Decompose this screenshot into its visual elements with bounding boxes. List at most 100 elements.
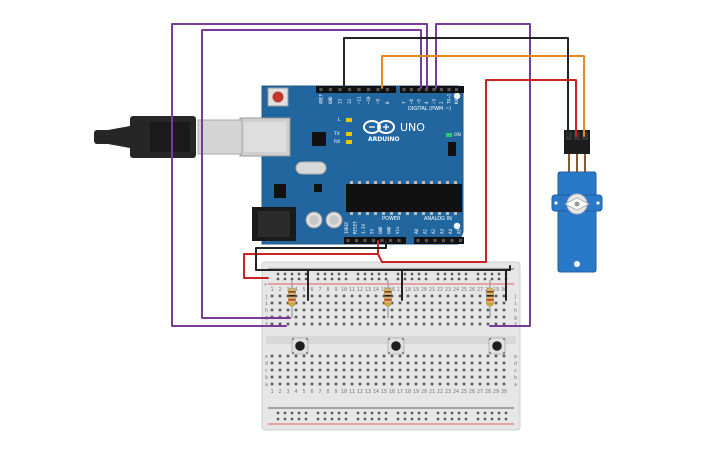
header-pin[interactable] [450,238,454,243]
rail-hole [464,417,468,421]
rail-hole [396,272,400,276]
header-pin[interactable] [366,88,371,92]
wire-black-gnd[interactable] [343,37,569,137]
header-pin[interactable] [338,88,342,92]
breadboard-hole [398,368,402,372]
header-pin[interactable] [433,238,437,243]
breadboard-hole [318,308,322,312]
breadboard-hole [374,382,378,386]
resistor[interactable] [288,280,296,318]
header-pin[interactable] [371,238,376,243]
breadboard-hole [462,294,466,298]
header-pin[interactable] [417,88,421,92]
header-pin[interactable] [454,88,459,92]
rail-hole [290,272,294,276]
header-pin[interactable] [402,88,406,92]
breadboard-hole [310,361,314,365]
header-pin[interactable] [424,238,429,243]
pushbutton[interactable] [387,337,405,355]
header-pin[interactable] [346,238,350,243]
breadboard-hole [286,294,290,298]
header-pin[interactable] [416,238,420,243]
chip-pin [358,181,361,184]
pushbutton[interactable] [488,337,506,355]
micro-servo[interactable] [551,130,603,273]
wire-red-5v-to-rail[interactable] [377,249,487,263]
wire-black-rail[interactable] [255,240,511,271]
breadboard-hole [478,375,482,379]
header-pin[interactable] [424,88,429,92]
wire-orange-signal[interactable] [381,55,585,137]
rail-hole [330,277,334,281]
breadboard-hole [358,361,362,365]
breadboard-hole [406,375,410,379]
breadboard-hole [390,315,394,319]
header-pin[interactable] [432,88,436,92]
header-pin[interactable] [357,88,361,92]
header-pin[interactable] [376,88,380,92]
breadboard-hole [342,294,346,298]
header-pin[interactable] [354,238,359,243]
header-pin[interactable] [328,88,333,92]
header-pin[interactable] [447,88,451,92]
breadboard-hole [414,375,418,379]
breadboard-hole [502,382,506,386]
wire-purple-pin2[interactable] [435,23,531,327]
breadboard-hole [406,354,410,358]
wire-red-5v[interactable] [243,240,379,279]
pin-label: RX←0 [454,93,459,104]
rail-hole [436,417,440,421]
breadboard-hole [502,308,506,312]
breadboard-hole [470,382,474,386]
wire-red-servo-power[interactable] [485,79,577,251]
usb-cable[interactable] [94,116,243,158]
column-number: 19 [413,287,419,293]
column-number: 13 [365,389,371,395]
breadboard-hole [310,368,314,372]
header-pin[interactable] [458,238,463,243]
rail-hole [443,272,447,276]
resistor[interactable] [486,280,494,318]
status-leds: L TX RX ON [333,117,461,145]
rail-hole [330,417,334,421]
row-letter: c [265,368,268,374]
header-pin[interactable] [441,238,446,243]
rail-hole [276,272,280,276]
resistor[interactable] [384,280,392,318]
breadboard-hole [270,375,274,379]
header-pin[interactable] [397,238,401,243]
chip-pin [398,212,401,215]
breadboard-hole [478,322,482,326]
rail-hole [384,411,388,415]
header-pin[interactable] [388,238,393,243]
breadboard-hole [486,354,490,358]
reset-button[interactable] [267,87,289,107]
wire-purple-pin3[interactable] [171,23,428,327]
header-pin[interactable] [319,88,323,92]
rail-hole [403,417,407,421]
header-pin[interactable] [439,88,444,92]
breadboard-hole [350,301,354,305]
header-pin[interactable] [409,88,414,92]
rail-hole [363,272,367,276]
breadboard-hole [430,308,434,312]
header-pin[interactable] [363,238,367,243]
breadboard-hole [278,382,282,386]
column-number: 1 [270,287,273,293]
breadboard-hole [270,361,274,365]
resistors [288,280,494,318]
header-pin[interactable] [380,238,384,243]
pushbutton[interactable] [291,337,309,355]
breadboard-hole [270,294,274,298]
breadboard-hole [462,368,466,372]
header-pin[interactable] [385,88,390,92]
wire-purple-pin4[interactable] [201,29,422,319]
breadboard-hole [334,294,338,298]
header-pin[interactable] [347,88,352,92]
rail-hole [443,411,447,415]
